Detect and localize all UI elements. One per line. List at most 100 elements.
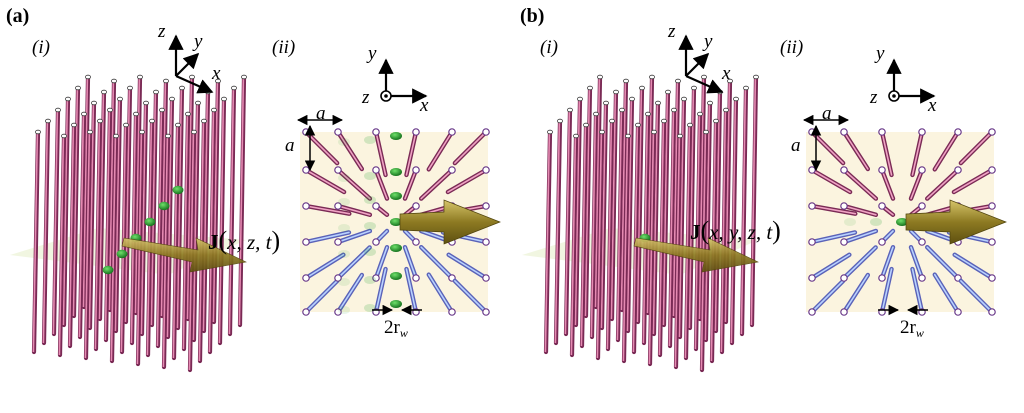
wire-highlight bbox=[926, 246, 959, 279]
wire-highlight bbox=[98, 91, 105, 320]
wire-cap bbox=[918, 274, 926, 282]
axes-3d-icon bbox=[175, 52, 200, 77]
wire-highlight bbox=[208, 109, 215, 353]
wire-cap bbox=[954, 308, 962, 316]
green-dot bbox=[390, 192, 402, 200]
wire-highlight bbox=[212, 80, 219, 323]
panel-a-current-label: J(x, z, t) bbox=[208, 226, 281, 255]
wire-highlight bbox=[554, 120, 561, 344]
green-dot-ghost bbox=[844, 218, 856, 226]
wire-highlight bbox=[228, 87, 235, 335]
wire-highlight bbox=[78, 113, 85, 338]
wire-highlight bbox=[156, 109, 163, 347]
green-dot bbox=[102, 265, 114, 275]
wire-cap bbox=[808, 274, 816, 282]
panel-a-axis2d-y: y bbox=[368, 43, 377, 64]
wire-highlight bbox=[420, 246, 453, 279]
panel-b-current-label: J(x, y, z, t) bbox=[690, 216, 781, 245]
wire-cap bbox=[101, 89, 108, 95]
wire-cap bbox=[677, 133, 684, 139]
wire-highlight bbox=[305, 169, 345, 193]
wire-cap bbox=[727, 78, 734, 84]
wire-highlight bbox=[688, 87, 695, 329]
wire-cap bbox=[91, 100, 98, 106]
wire-cap bbox=[372, 166, 380, 174]
panel-b-label: (b) bbox=[520, 5, 545, 27]
axes-3d-icon bbox=[685, 74, 724, 94]
wire-cap bbox=[65, 96, 72, 102]
wire-cap bbox=[707, 100, 714, 106]
wire-highlight bbox=[881, 169, 894, 200]
wire-cap bbox=[808, 202, 816, 210]
wire-highlight bbox=[337, 246, 371, 279]
wire-highlight bbox=[420, 169, 453, 200]
wire-highlight bbox=[730, 98, 737, 344]
wire-highlight bbox=[84, 131, 91, 359]
wire-highlight bbox=[594, 76, 601, 308]
wire-highlight bbox=[668, 109, 675, 347]
wire-highlight bbox=[740, 87, 747, 335]
wire-cap bbox=[567, 107, 574, 113]
wire-cap bbox=[878, 274, 886, 282]
wire-highlight bbox=[694, 113, 701, 350]
green-dot-ghost bbox=[338, 224, 350, 232]
wire-cap bbox=[918, 202, 926, 210]
wire-cap bbox=[573, 133, 580, 139]
wire-cap bbox=[148, 118, 155, 124]
wire-highlight bbox=[404, 169, 417, 200]
green-dot-ghost bbox=[364, 248, 376, 256]
wire-highlight bbox=[910, 246, 923, 279]
green-dot bbox=[390, 168, 402, 176]
wire-highlight bbox=[337, 169, 371, 200]
wire-highlight bbox=[447, 253, 487, 279]
wire-cap bbox=[593, 111, 600, 117]
wire-highlight bbox=[405, 268, 417, 313]
wire-cap bbox=[448, 166, 456, 174]
green-dot bbox=[172, 185, 184, 195]
wire-cap bbox=[123, 122, 130, 128]
wire-highlight bbox=[454, 280, 487, 313]
wire-cap bbox=[55, 107, 62, 113]
green-dot bbox=[390, 244, 402, 252]
wire-cap bbox=[75, 85, 82, 91]
wire-highlight bbox=[843, 169, 877, 200]
wire-cap bbox=[194, 100, 201, 106]
green-dot-ghost bbox=[364, 276, 376, 284]
wire-cap bbox=[954, 128, 962, 136]
wire-cap bbox=[661, 118, 668, 124]
wire-cap bbox=[639, 85, 646, 91]
wire-highlight bbox=[172, 124, 179, 359]
wire-cap bbox=[808, 166, 816, 174]
wire-cap bbox=[655, 100, 662, 106]
wire-highlight bbox=[82, 76, 89, 308]
wire-highlight bbox=[811, 205, 857, 215]
wire-cap bbox=[372, 238, 380, 246]
wire-highlight bbox=[678, 98, 685, 338]
wire-cap bbox=[190, 129, 197, 135]
wire-cap bbox=[619, 107, 626, 113]
wire-highlight bbox=[811, 253, 851, 279]
wire-highlight bbox=[910, 169, 923, 200]
wire-highlight bbox=[960, 280, 993, 313]
wire-highlight bbox=[636, 87, 643, 323]
panel-a-label: (a) bbox=[6, 5, 30, 27]
wire-highlight bbox=[881, 268, 893, 313]
wire-highlight bbox=[42, 120, 49, 344]
axes-3d-icon bbox=[685, 52, 710, 77]
wire-highlight bbox=[610, 91, 617, 320]
wire-highlight bbox=[911, 131, 923, 176]
wire-cap bbox=[878, 202, 886, 210]
wire-highlight bbox=[305, 280, 338, 313]
wire-cap bbox=[723, 107, 730, 113]
wire-highlight bbox=[843, 274, 869, 313]
wire-cap bbox=[178, 85, 185, 91]
panel-a-view-i-label: (i) bbox=[32, 37, 50, 58]
wire-highlight bbox=[405, 131, 417, 176]
wire-highlight bbox=[186, 76, 193, 320]
wire-array-2d-a bbox=[296, 114, 501, 316]
wire-cap bbox=[840, 238, 848, 246]
panel-b-radius-label: 2rw bbox=[900, 318, 924, 339]
green-dot-ghost bbox=[364, 196, 376, 204]
wire-highlight bbox=[337, 274, 363, 313]
